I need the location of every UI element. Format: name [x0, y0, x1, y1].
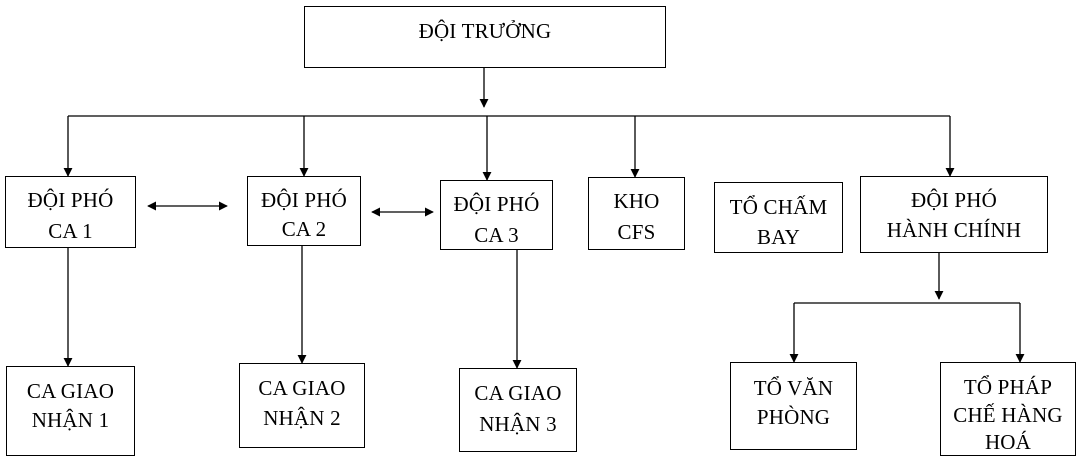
box-kho-cfs: KHO CFS	[588, 177, 685, 250]
label-line-2: NHẬN 2	[263, 406, 341, 430]
box-ca-giao-nhan-3: CA GIAO NHẬN 3	[459, 368, 577, 452]
label-line-2: CFS	[617, 220, 656, 244]
label-line-1: ĐỘI PHÓ	[453, 192, 540, 216]
label-line-1: KHO	[613, 189, 660, 213]
label-line-2: HÀNH CHÍNH	[886, 218, 1022, 242]
label-line-2: CA 2	[281, 217, 327, 241]
label-line-1: ĐỘI PHÓ	[261, 188, 347, 212]
label-line-1: CA GIAO	[26, 379, 115, 403]
label-line-3: HOÁ	[984, 430, 1032, 454]
label-line-1: ĐỘI PHÓ	[27, 188, 114, 212]
box-to-cham-bay: TỔ CHẤM BAY	[714, 182, 843, 253]
box-doi-truong: ĐỘI TRƯỞNG	[304, 6, 666, 68]
label-line-1: ĐỘI PHÓ	[911, 188, 997, 212]
box-ca-giao-nhan-1: CA GIAO NHẬN 1	[6, 366, 135, 456]
box-doi-pho-hanh-chinh: ĐỘI PHÓ HÀNH CHÍNH	[860, 176, 1048, 253]
box-to-van-phong: TỔ VĂN PHÒNG	[730, 362, 857, 450]
label-line-1: TỔ CHẤM	[729, 195, 828, 219]
box-to-phap-che-hang-hoa: TỔ PHÁP CHẾ HÀNG HOÁ	[940, 362, 1076, 456]
label-line-2: NHẬN 3	[479, 412, 557, 436]
label-line-2: BAY	[756, 225, 800, 249]
label-line-1: CA GIAO	[258, 376, 346, 400]
box-doi-pho-ca-2: ĐỘI PHÓ CA 2	[247, 176, 361, 246]
box-doi-pho-ca-1: ĐỘI PHÓ CA 1	[5, 176, 136, 248]
label-line-1: CA GIAO	[474, 381, 562, 405]
label-line-2: CA 1	[48, 219, 93, 243]
box-doi-pho-ca-3: ĐỘI PHÓ CA 3	[440, 180, 553, 250]
label-line-1: TỔ VĂN	[753, 376, 834, 400]
label-line-2: PHÒNG	[756, 405, 831, 429]
box-ca-giao-nhan-2: CA GIAO NHẬN 2	[239, 363, 365, 448]
label-line-2: CHẾ HÀNG	[953, 403, 1063, 427]
label-line-2: CA 3	[474, 223, 519, 247]
label-line-1: TỔ PHÁP	[963, 375, 1053, 399]
label-line-2: NHẬN 1	[31, 408, 110, 432]
label-doi-truong: ĐỘI TRƯỞNG	[418, 19, 552, 43]
